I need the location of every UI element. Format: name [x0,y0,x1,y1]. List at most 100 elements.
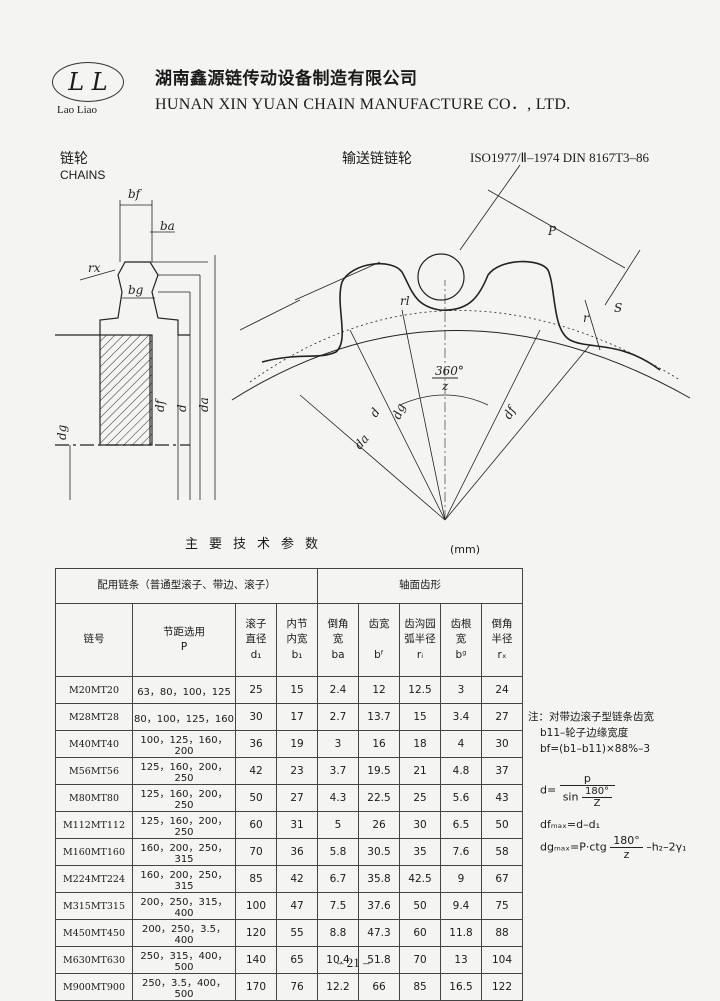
table-cell: 37 [481,757,523,785]
table-cell: 7.5 [317,892,359,920]
table-cell: 100，125，160，200 [132,730,236,758]
table-cell: 88 [481,919,523,947]
table-cell: 3 [440,676,482,704]
formula-d: d= p sin 180° Z [540,772,616,809]
table-cell: 140 [235,946,277,974]
table-cell: 42 [235,757,277,785]
table-cell: 160，200，250，315 [132,865,236,893]
table-cell: 27 [276,784,318,812]
label-da-left: da [197,397,211,412]
chain-model-cell: M20MT20 [55,676,133,704]
table-cell: 67 [481,865,523,893]
table-cell: 50 [481,811,523,839]
table-cell: 17 [276,703,318,731]
label-rx: rx [88,261,101,275]
table-cell: 15 [276,676,318,704]
label-df-left: df [153,397,167,412]
chain-model-cell: M224MT224 [55,865,133,893]
company-name-cn: 湖南鑫源链传动设备制造有限公司 [155,69,418,89]
note-line-2: b11–轮子边缘宽度 [540,726,629,739]
group-header-chain: 配用链条（普通型滚子、带边、滚子） [55,568,318,604]
column-header-line: 半径 [491,633,513,646]
chain-model-cell: M450MT450 [55,919,133,947]
column-header-line [359,632,399,647]
column-header-line: bᶠ [374,648,384,661]
table-cell: 104 [481,946,523,974]
section-subtitle: 输送链链轮 [342,151,412,167]
table-cell: 5 [317,811,359,839]
table-cell: 5.6 [440,784,482,812]
table-cell: 3.7 [317,757,359,785]
table-cell: 13 [440,946,482,974]
table-cell: 35 [399,838,441,866]
chain-model-cell: M40MT40 [55,730,133,758]
table-cell: 30 [399,811,441,839]
company-name-en: HUNAN XIN YUAN CHAIN MANUFACTURE CO．, LT… [155,96,571,113]
note-line-1: 注：对带边滚子型链条齿宽 [528,711,654,723]
company-logo: L L [52,62,124,102]
table-cell: 125，160，200，250 [132,757,236,785]
formula-d-sin: sin [562,790,579,804]
table-cell: 4.3 [317,784,359,812]
chain-model-cell: M112MT112 [55,811,133,839]
table-cell: 12.5 [399,676,441,704]
table-cell: 47 [276,892,318,920]
table-cell: 19.5 [358,757,400,785]
table-cell: 3 [317,730,359,758]
column-header-line: 弧半径 [404,633,436,646]
column-header-line: 宽 [332,633,344,646]
table-cell: 19 [276,730,318,758]
group-header-tooth: 轴面齿形 [317,568,523,604]
table-cell: 35.8 [358,865,400,893]
column-header-line: rₓ [497,648,507,661]
table-cell: 18 [399,730,441,758]
table-cell: 36 [276,838,318,866]
table-cell: 6.7 [317,865,359,893]
table-cell: 51.8 [358,946,400,974]
table-cell: 12 [358,676,400,704]
column-header-line: 内宽 [286,633,308,646]
table-cell: 250，315，400，500 [132,946,236,974]
table-cell: 122 [481,973,523,1001]
column-header-line: 齿宽 [368,618,390,631]
table-cell: 85 [235,865,277,893]
column-header-line: ba [331,648,345,661]
hub-hatching [99,334,153,446]
chain-model-cell: M56MT56 [55,757,133,785]
table-cell: 125，160，200，250 [132,784,236,812]
label-dg-left: dg [55,424,69,440]
formula-d-angle-num: 180° [581,786,613,798]
notes: 注：对带边滚子型链条齿宽 b11–轮子边缘宽度 bf=(b1–b11)×88%–… [528,710,654,757]
section-title-cn: 链轮 [60,151,88,167]
table-cell: 70 [399,946,441,974]
table-cell: 16 [358,730,400,758]
label-bg: bg [128,283,144,297]
column-header-line: rᵢ [416,648,424,661]
table-cell: 42.5 [399,865,441,893]
table-cell: 200，250，3.5，400 [132,919,236,947]
table-cell: 9.4 [440,892,482,920]
roller-circle [417,253,465,301]
column-header-line: 宽 [455,633,467,646]
table-cell: 25 [399,784,441,812]
table-cell: 125，160，200，250 [132,811,236,839]
table-cell: 120 [235,919,277,947]
table-cell: 10.4 [317,946,359,974]
chain-model-cell: M630MT630 [55,946,133,974]
formula-d-num: p [559,772,616,786]
column-header-line: b₁ [291,648,303,661]
label-bf: bf [128,187,143,201]
label-d-right: d [367,405,383,420]
unit-label: (mm) [450,543,481,556]
